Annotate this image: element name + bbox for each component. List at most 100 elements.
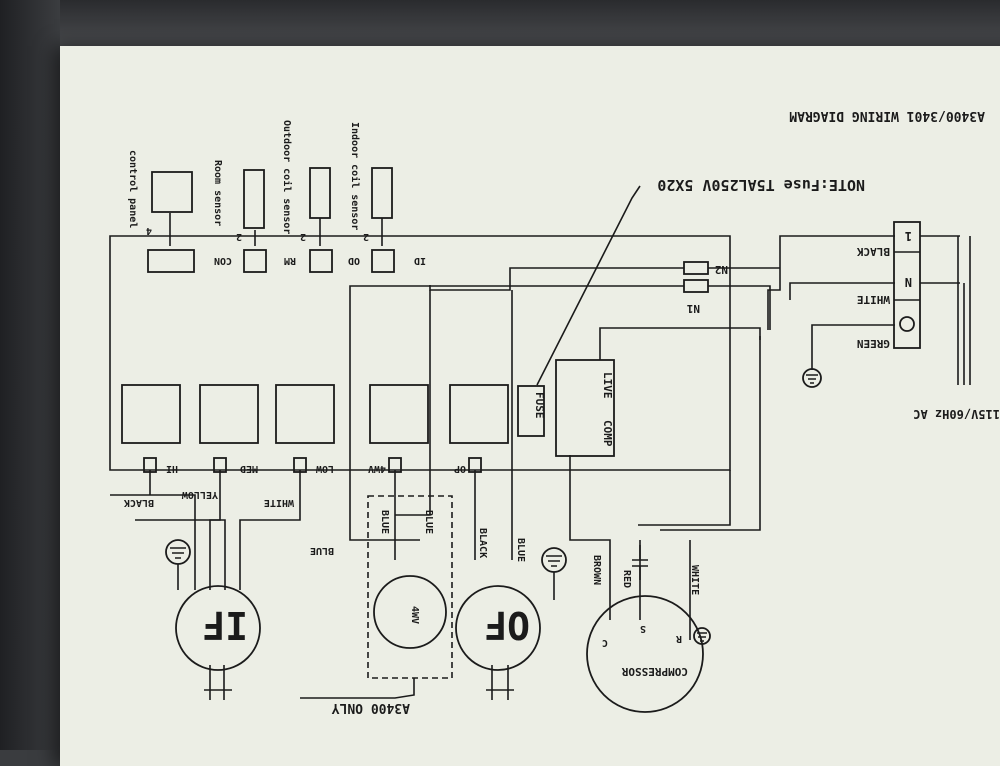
fuse-box — [517, 385, 545, 437]
wire-compressor — [569, 336, 761, 640]
wire-label-white-supply: WHITE — [857, 293, 890, 306]
wire-live — [599, 327, 761, 360]
pin-hi — [143, 457, 157, 473]
fan-legs — [204, 665, 514, 700]
connector-label-id: ID — [414, 255, 426, 266]
relay-med — [199, 384, 259, 444]
ground-icon-compressor — [693, 627, 711, 645]
pin-med — [213, 457, 227, 473]
compressor-terminal-s: S — [640, 623, 646, 634]
pin-low — [293, 457, 307, 473]
relay-4wv — [369, 384, 429, 444]
connector-label-od: OD — [348, 255, 360, 266]
wire-label-brown: BROWN — [591, 555, 602, 585]
labels: A3400/3401 WIRING DIAGRAM NOTE:Fuse T5AL… — [124, 108, 1000, 715]
capacitor — [632, 545, 648, 580]
pin-op — [468, 457, 482, 473]
board-label-n2: N2 — [715, 263, 728, 276]
relay-low — [275, 384, 335, 444]
connector-n2 — [683, 261, 709, 275]
live-comp-box — [555, 359, 615, 457]
indoor-fan-motor — [175, 585, 261, 671]
diagram-title: A3400/3401 WIRING DIAGRAM — [789, 108, 985, 123]
wire-if-bundle — [110, 494, 226, 590]
wire-label-black-if: BLACK — [124, 497, 154, 508]
connector-id — [371, 249, 395, 273]
background-edge — [0, 0, 60, 750]
relay-label-med: MED — [240, 463, 258, 474]
fuse-note-leader — [536, 185, 641, 386]
wire-label-white-if: WHITE — [264, 497, 294, 508]
board-label-comp: COMP — [601, 420, 614, 447]
wire-label-white-comp: WHITE — [689, 565, 700, 595]
outdoor-fan-label: OF — [484, 603, 530, 647]
wire-label-black-supply: BLACK — [857, 245, 890, 258]
wire-green-ground — [811, 324, 895, 370]
terminal-ground-symbol — [899, 316, 915, 332]
a3400-only-region — [367, 495, 453, 679]
relay-label-low: LOW — [315, 463, 334, 474]
wire-white-supply — [789, 282, 960, 300]
connector-label-rm: RM — [284, 255, 296, 266]
wires — [109, 185, 971, 700]
connector-con — [147, 249, 195, 273]
compressor-terminal-r: R — [675, 633, 682, 644]
valve-label: 4WV — [409, 606, 420, 624]
indoor-fan-label: IF — [202, 603, 248, 647]
sensor-leads — [169, 213, 383, 246]
wire-n2 — [429, 267, 780, 291]
connector-label-con: CON — [214, 255, 232, 266]
valve-coil — [373, 575, 447, 649]
supply-label: 115V/60Hz AC — [913, 407, 1000, 421]
outdoor-sensor-box — [309, 167, 331, 219]
wire-black-supply — [767, 235, 960, 330]
connector-od — [309, 249, 333, 273]
terminal-pin-1: 1 — [905, 229, 912, 243]
indoor-sensor-box — [371, 167, 393, 219]
sensor-count-outdoor: 2 — [300, 231, 306, 242]
wire-label-green: GREEN — [857, 337, 890, 350]
wire-label-blue-valve-2: BLUE — [423, 510, 434, 534]
motors — [175, 575, 704, 713]
wire-label-blue-valve-1: BLUE — [379, 510, 390, 534]
relay-hi — [121, 384, 181, 444]
sensor-label-indoor: Indoor coil sensor — [349, 122, 361, 230]
wire-label-black-of: BLACK — [477, 528, 488, 558]
control-panel-box — [151, 171, 193, 213]
wire-label-blue-of: BLUE — [515, 538, 526, 562]
sensor-label-control-panel: control panel — [127, 150, 138, 228]
terminal-block — [893, 221, 921, 349]
relay-label-hi: HI — [166, 463, 178, 474]
pin-4wv — [388, 457, 402, 473]
ground-icon-if — [165, 539, 191, 590]
ground-icon-of — [541, 547, 567, 600]
wire-label-blue-left: BLUE — [310, 545, 334, 556]
wire-n1 — [349, 285, 771, 541]
sensor-label-room: Room sensor — [212, 160, 223, 226]
compressor-label: COMPRESSOR — [621, 665, 688, 678]
wire-label-red: RED — [621, 570, 632, 588]
sensor-label-outdoor: Outdoor coil sensor — [281, 120, 293, 234]
room-sensor-box — [243, 169, 265, 229]
ground-icon-supply — [802, 368, 822, 388]
relay-op — [449, 384, 509, 444]
board-label-n1: N1 — [686, 302, 700, 315]
fuse-note: NOTE:Fuse T5AL250V 5X20 — [657, 176, 865, 194]
ground-symbols — [165, 368, 822, 645]
compressor-motor — [586, 595, 704, 713]
supply-leads — [957, 236, 971, 385]
connector-n1 — [683, 279, 709, 293]
terminal-pin-n: N — [905, 275, 912, 289]
paper-sheet — [60, 46, 1000, 766]
background-shadow — [0, 0, 1000, 46]
sensor-count-indoor: 2 — [363, 231, 369, 242]
components-boxes — [121, 167, 921, 699]
sensor-count-control: 4 — [146, 225, 152, 236]
wire-label-yellow: YELLOW — [181, 489, 218, 500]
relay-label-op: OP — [454, 463, 466, 474]
a3400-only-leader — [300, 678, 415, 699]
relay-wires — [149, 290, 513, 590]
board-outline — [109, 235, 731, 471]
a3400-only-label: A3400 ONLY — [332, 700, 410, 715]
